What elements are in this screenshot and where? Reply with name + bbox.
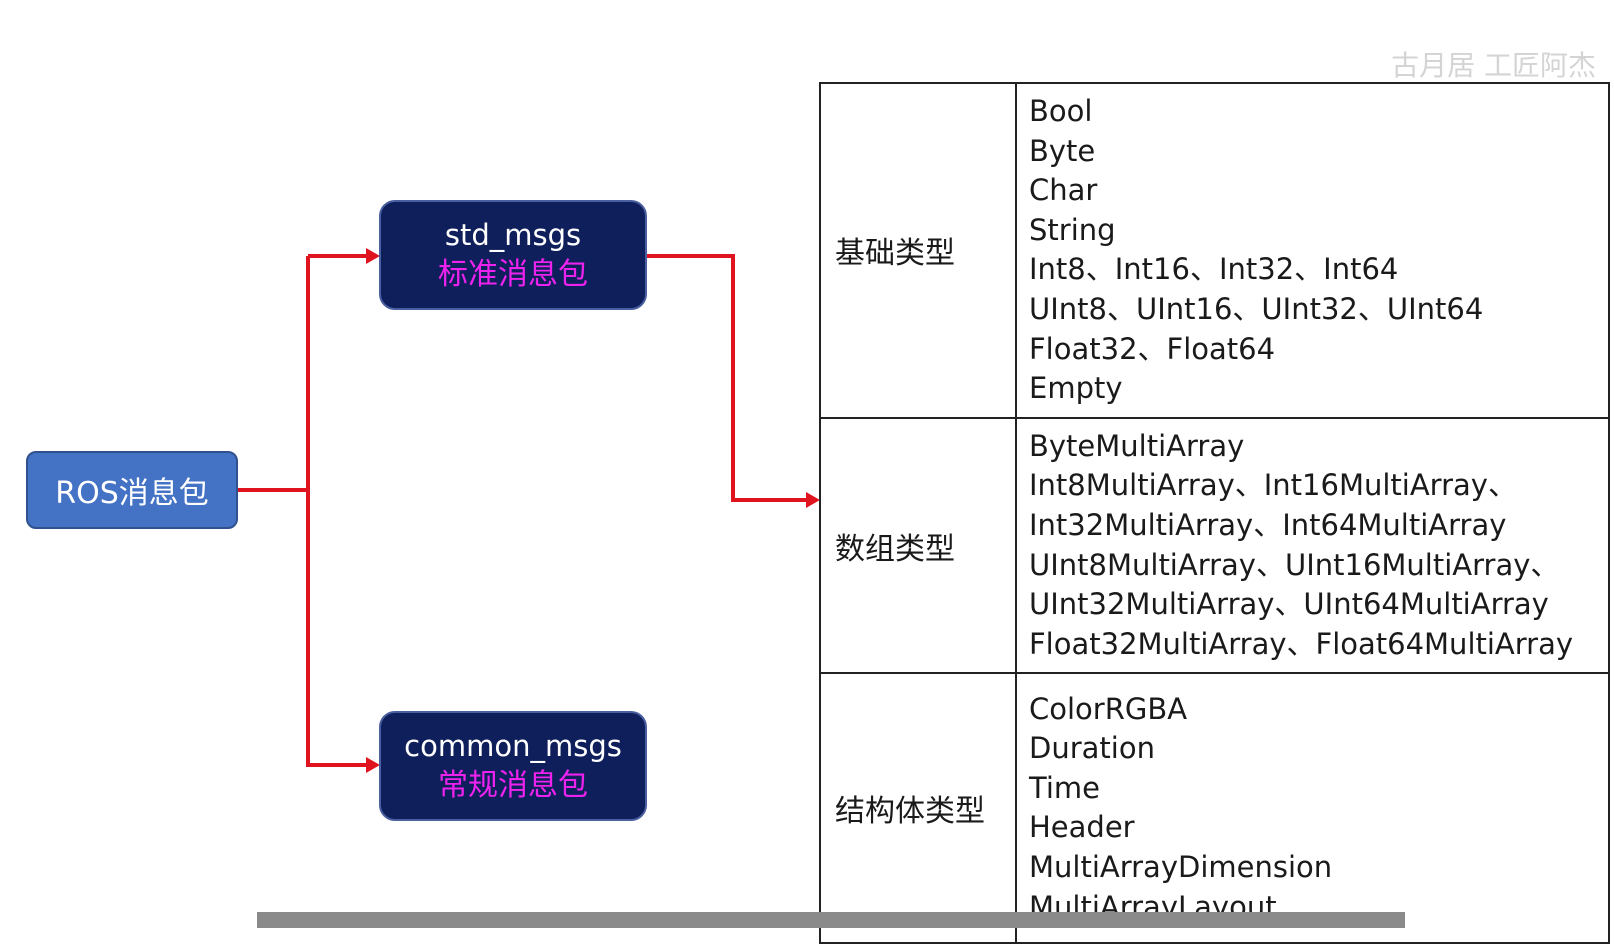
arrowhead-std [366,248,380,264]
type-item: UInt8、UInt16、UInt32、UInt64 [1029,291,1484,326]
common-msgs-description: 常规消息包 [438,768,588,803]
type-item: Int8MultiArray、Int16MultiArray、 [1029,468,1517,503]
type-item: ColorRGBA [1029,691,1188,726]
common-msgs-node: common_msgs 常规消息包 [379,711,647,821]
type-item: Char [1029,173,1098,208]
subtitle-bar [257,912,1405,928]
connector-std-to-table [647,254,810,502]
type-item: Header [1029,810,1135,845]
type-category-label: 数组类型 [819,416,1017,675]
type-item: Int8、Int16、Int32、Int64 [1029,252,1399,287]
type-item: Byte [1029,133,1096,168]
arrowhead-table [806,492,820,508]
std-msgs-node: std_msgs 标准消息包 [379,200,647,310]
std-msgs-name: std_msgs [444,218,582,252]
std-msgs-description: 标准消息包 [438,257,588,292]
common-msgs-name: common_msgs [404,729,622,763]
type-item: Float32、Float64 [1029,331,1276,366]
connector-root-to-common [306,490,372,767]
type-item: MultiArrayDimension [1029,849,1333,884]
type-item: UInt32MultiArray、UInt64MultiArray [1029,587,1549,622]
type-item: Duration [1029,731,1155,766]
type-item: UInt8MultiArray、UInt16MultiArray、 [1029,547,1560,582]
arrowhead-common [366,757,380,773]
type-item: Time [1029,770,1100,805]
ros-package-label: ROS消息包 [55,476,209,511]
type-category-label: 基础类型 [819,82,1017,419]
connector-root-trunk [238,256,310,492]
type-item: Bool [1029,94,1093,128]
type-category-label: 结构体类型 [819,672,1017,944]
watermark-text: 古月居 工匠阿杰 [1391,49,1596,82]
type-item: ByteMultiArray [1029,428,1245,463]
type-item: Int32MultiArray、Int64MultiArray [1029,507,1507,542]
ros-package-node: ROS消息包 [26,451,238,529]
type-item: String [1029,212,1116,247]
type-item: Float32MultiArray、Float64MultiArray [1029,626,1574,661]
type-item: Empty [1029,371,1123,406]
